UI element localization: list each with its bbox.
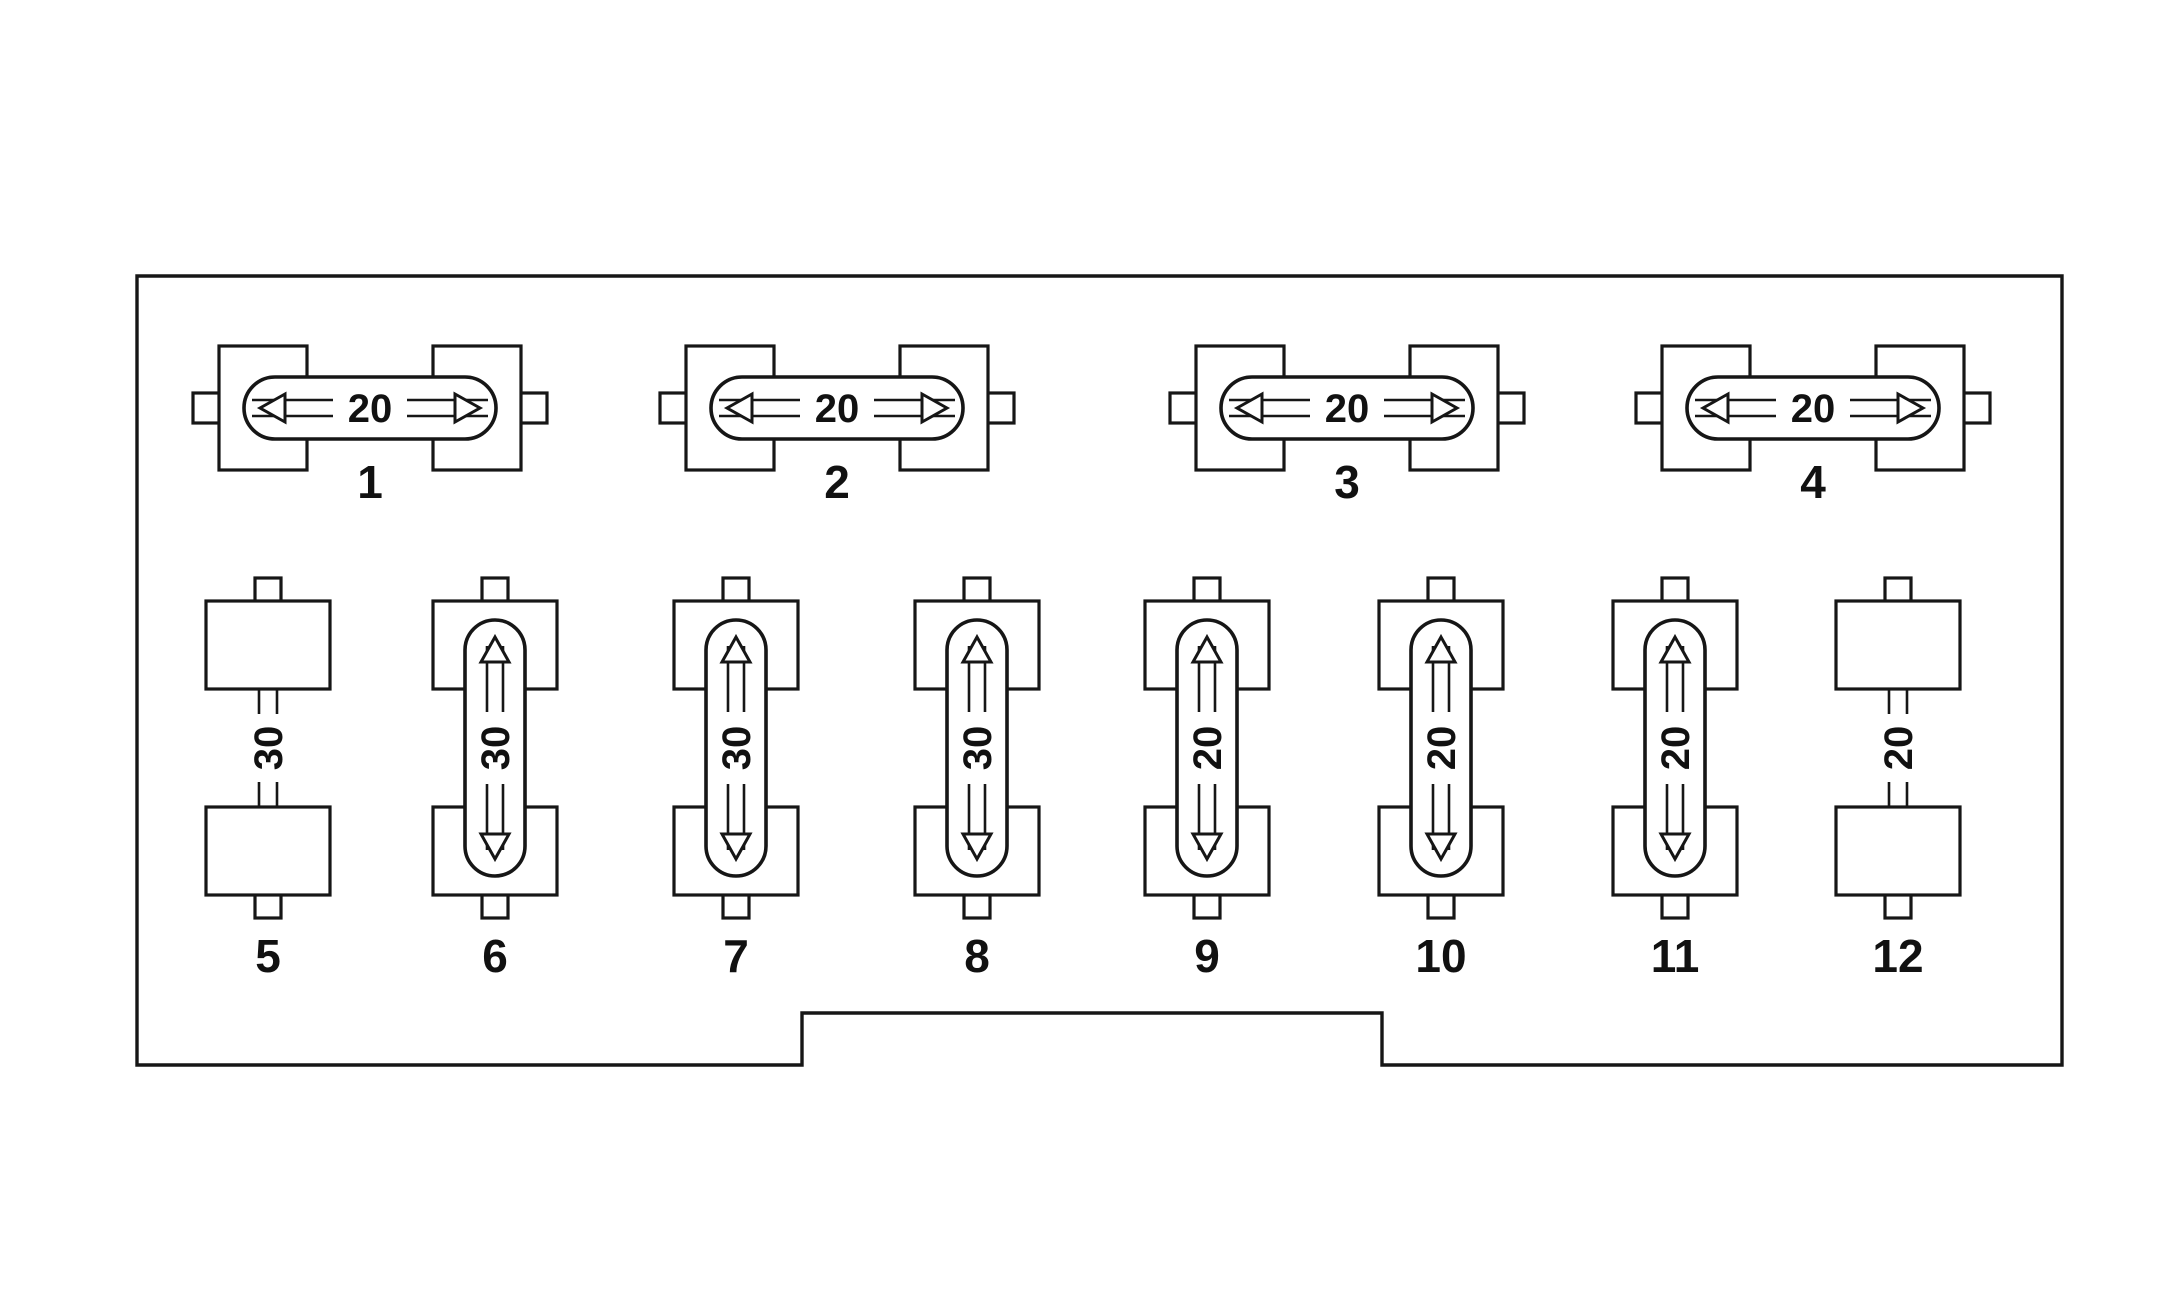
fuse-10-amp: 20: [1420, 726, 1464, 771]
fuse-8-amp: 30: [956, 726, 1000, 771]
fuse-6: 30 6: [431, 576, 559, 982]
fuse-2-amp: 20: [815, 387, 860, 431]
fuse-5-amp: 30: [247, 726, 291, 771]
fuse-4: 20 4: [1634, 344, 1992, 508]
panel-outline: [135, 274, 2064, 1067]
fuse-11: 20 11: [1611, 576, 1739, 982]
fuse-4-amp: 20: [1791, 387, 1836, 431]
fuse-1-amp: 20: [348, 387, 393, 431]
fuse-11-label: 11: [1651, 930, 1700, 982]
fuse-1-label: 1: [357, 456, 383, 508]
fuse-3-amp: 20: [1325, 387, 1370, 431]
fuse-12: 20 12: [1834, 576, 1962, 982]
fuse-7: 30 7: [672, 576, 800, 982]
fuse-8-label: 8: [964, 930, 990, 982]
fuse-7-label: 7: [723, 930, 749, 982]
fuse-6-label: 6: [482, 930, 508, 982]
fuse-3: 20 3: [1168, 344, 1526, 508]
fuse-10-label: 10: [1415, 930, 1466, 982]
fuse-8: 30 8: [913, 576, 1041, 982]
fuse-3-label: 3: [1334, 456, 1360, 508]
fuse-12-label: 12: [1872, 930, 1923, 982]
fuse-9: 20 9: [1143, 576, 1271, 982]
fuse-9-label: 9: [1194, 930, 1220, 982]
fuse-2-label: 2: [824, 456, 850, 508]
fuse-7-amp: 30: [715, 726, 759, 771]
fuse-2: 20 2: [658, 344, 1016, 508]
fuse-5-label: 5: [255, 930, 281, 982]
fuse-5: 30 5: [204, 576, 332, 982]
fuse-11-amp: 20: [1654, 726, 1698, 771]
fuse-4-label: 4: [1800, 456, 1826, 508]
fuse-10: 20 10: [1377, 576, 1505, 982]
fuse-6-amp: 30: [474, 726, 518, 771]
fuse-1: 20 1: [191, 344, 549, 508]
fuse-9-amp: 20: [1186, 726, 1230, 771]
fuse-12-amp: 20: [1877, 726, 1921, 771]
